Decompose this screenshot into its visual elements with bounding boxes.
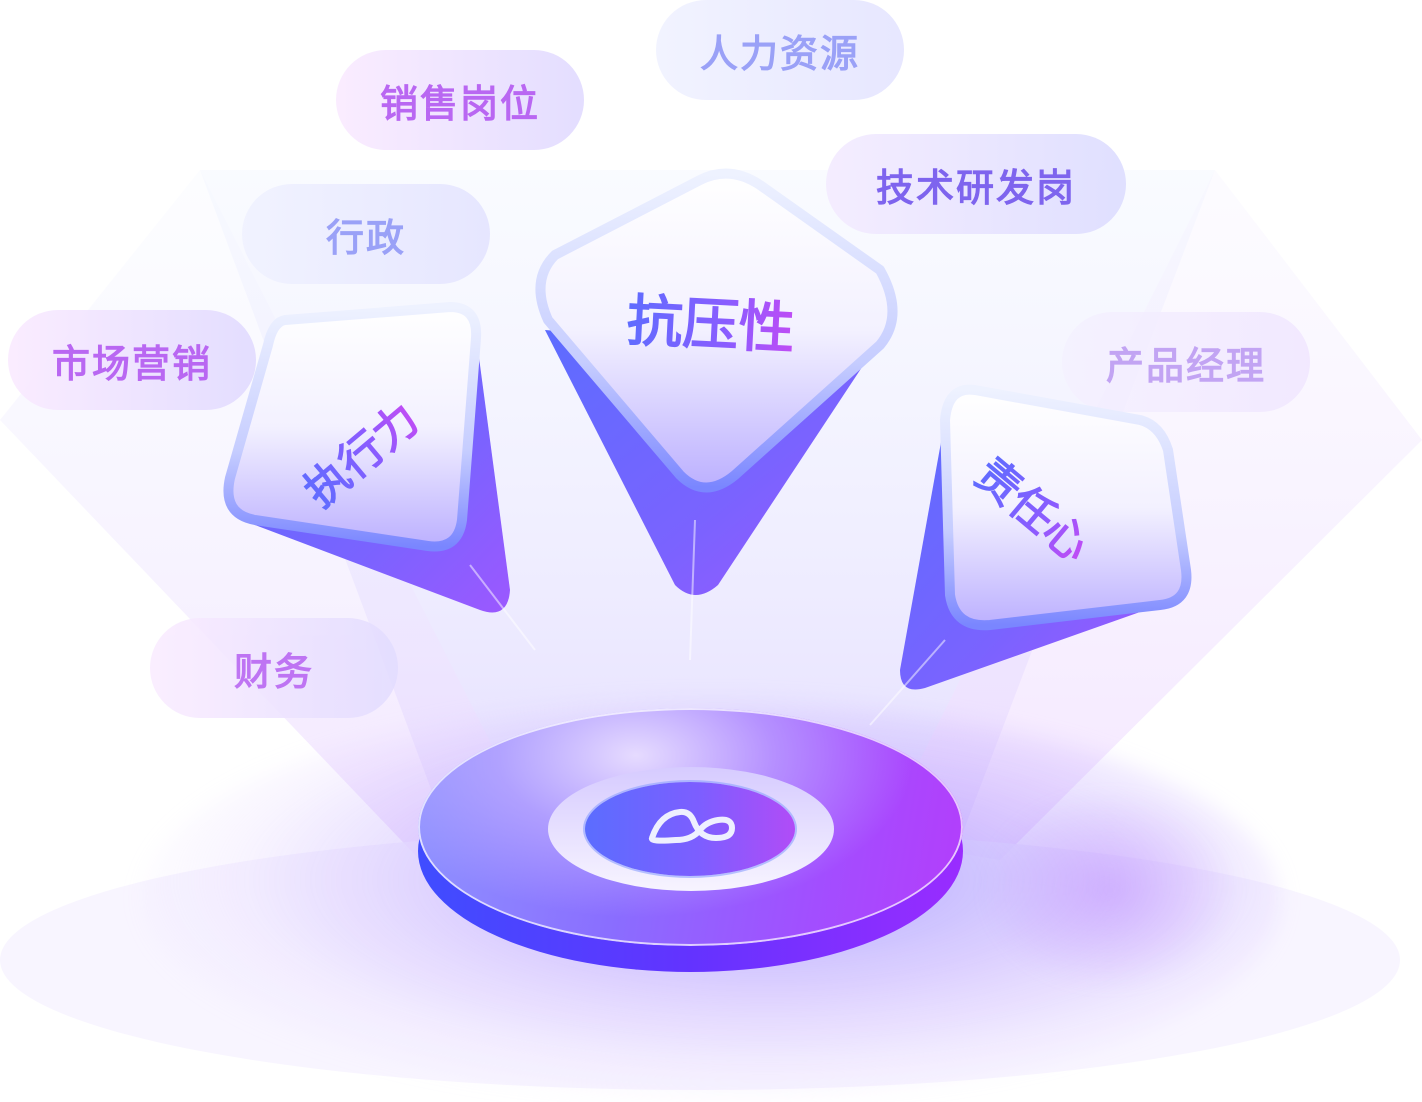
platform-core-button[interactable] <box>585 782 795 876</box>
role-tag-label: 技术研发岗 <box>875 165 1076 210</box>
trait-label-stress-resistance: 抗压性 <box>625 276 797 366</box>
role-tag-admin[interactable]: 行政 <box>242 184 490 284</box>
gem-responsibility[interactable] <box>900 384 1192 690</box>
role-tag-label: 财务 <box>233 649 314 694</box>
platform-glow-accent <box>980 790 1240 990</box>
role-tag-label: 人力资源 <box>699 31 860 76</box>
role-tag-finance[interactable]: 财务 <box>150 618 398 718</box>
role-tag-marketing[interactable]: 市场营销 <box>8 310 256 410</box>
gem-stress-resistance[interactable] <box>535 168 898 595</box>
role-tag-hr[interactable]: 人力资源 <box>656 0 904 100</box>
role-tag-rnd[interactable]: 技术研发岗 <box>826 134 1126 234</box>
role-tag-label: 行政 <box>325 215 406 260</box>
role-tag-label: 销售岗位 <box>379 81 540 126</box>
brand-infinity-logo-icon <box>648 808 735 844</box>
role-tag-product-manager[interactable]: 产品经理 <box>1062 312 1310 412</box>
role-tag-label: 产品经理 <box>1105 343 1266 388</box>
role-tag-sales[interactable]: 销售岗位 <box>336 50 584 150</box>
gem-execution[interactable] <box>223 302 510 613</box>
role-tag-label: 市场营销 <box>51 341 212 386</box>
